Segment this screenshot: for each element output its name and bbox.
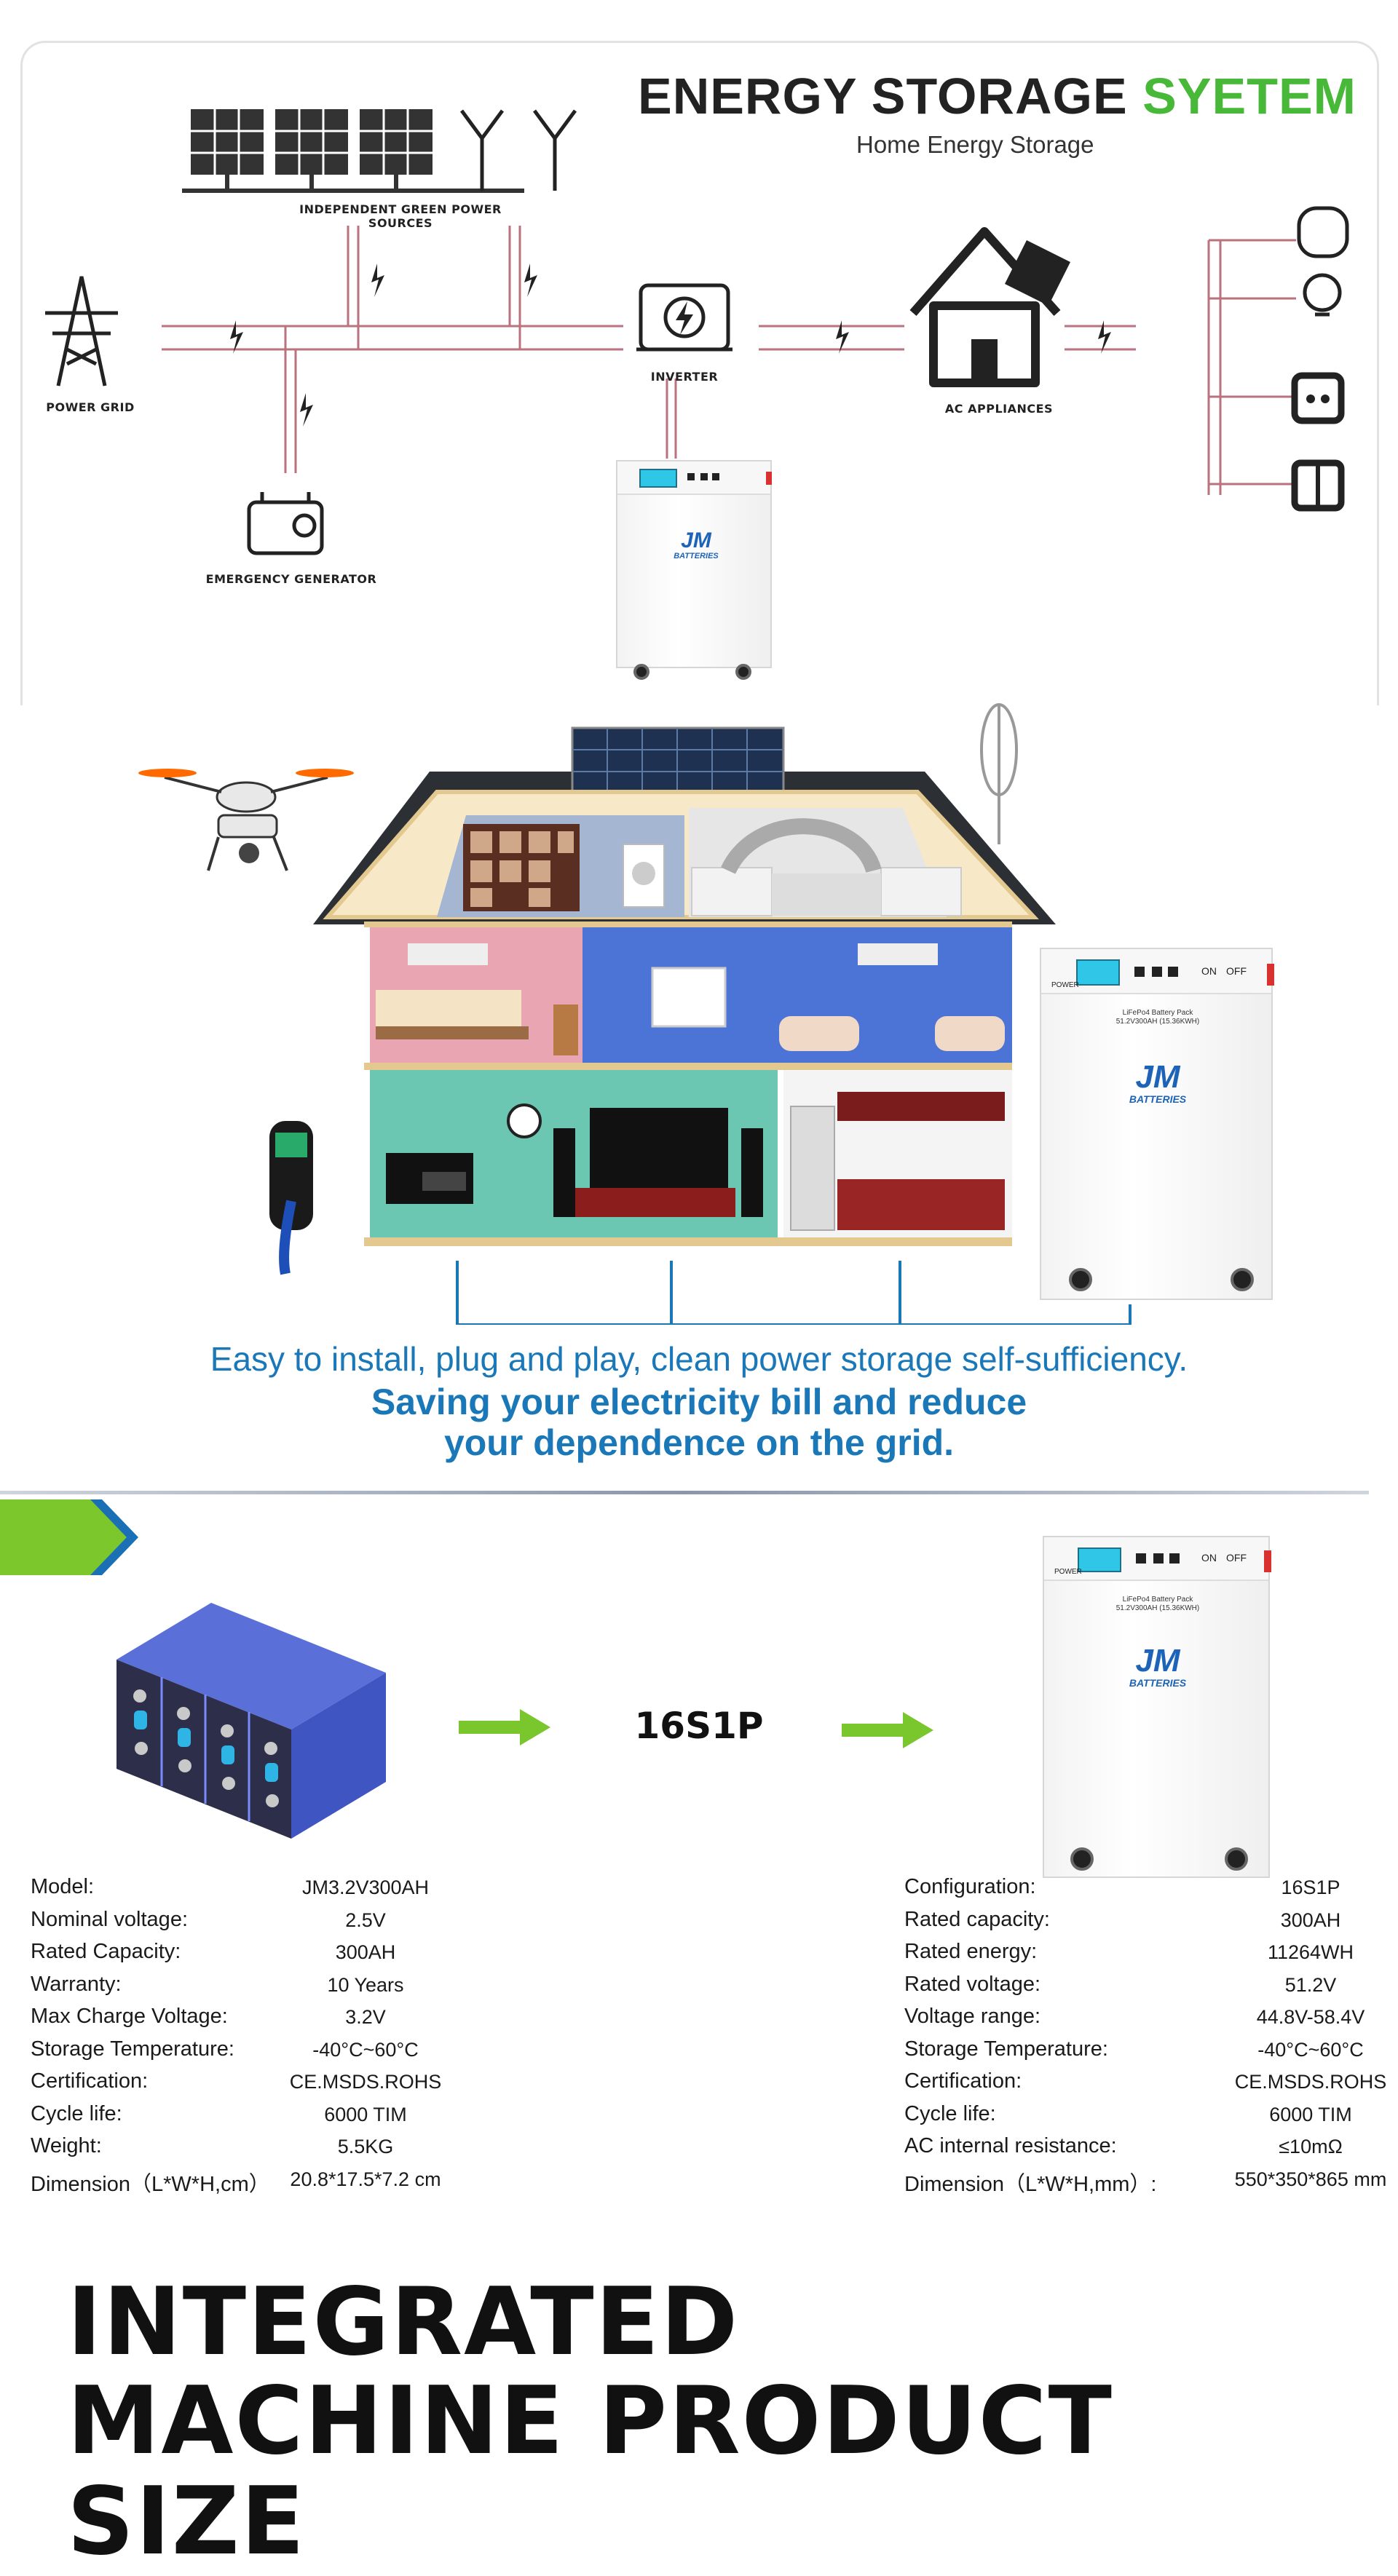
spec-label: Cycle life: — [31, 2101, 122, 2125]
spec-value: -40°C~60°C — [1257, 2038, 1364, 2061]
label-power-grid: POWER GRID — [46, 400, 135, 414]
spec-value: 5.5KG — [337, 2136, 394, 2157]
label-inverter: INVERTER — [650, 370, 719, 384]
spec-label: Storage Temperature: — [31, 2037, 234, 2061]
spec-label: Warranty: — [31, 1972, 122, 1996]
spec-label: Certification: — [904, 2069, 1022, 2093]
spec-label: Rated voltage: — [904, 1972, 1041, 1996]
spec-value: 550*350*865 mm — [1234, 2168, 1387, 2190]
wiring-lines — [45, 109, 1349, 555]
label-ac-appliances: AC APPLIANCES — [944, 402, 1054, 416]
spec-label: Model: — [31, 1875, 95, 1898]
green-chevron-banner — [0, 1499, 138, 1575]
spec-value: -40°C~60°C — [312, 2038, 419, 2061]
spec-value: 6000 TIM — [324, 2103, 407, 2125]
label-emergency-generator: EMERGENCY GENERATOR — [205, 572, 377, 586]
house-tagline: Easy to install, plug and play, clean po… — [210, 1340, 1188, 1378]
product-size-title-line2: MACHINE PRODUCT SIZE — [67, 2367, 1113, 2576]
spec-value: 10 Years — [327, 1973, 404, 1996]
spec-label: Configuration: — [904, 1875, 1036, 1898]
spec-value: 3.2V — [345, 2006, 386, 2028]
arrow-right-icon-2 — [842, 1712, 933, 1748]
switch-on-label-2: ON — [1201, 1552, 1217, 1564]
product-size-title-line1: INTEGRATED — [67, 2268, 740, 2377]
switch-off-label-2: OFF — [1226, 1552, 1247, 1564]
house-headline-1: Saving your electricity bill and reduce — [371, 1382, 1027, 1422]
switch-off-label: OFF — [1226, 965, 1247, 977]
config-label: 16S1P — [634, 1705, 764, 1747]
spec-label: Dimension（L*W*H,mm）: — [904, 2172, 1157, 2196]
spec-value: JM3.2V300AH — [301, 1876, 430, 1898]
spec-label: Rated Capacity: — [31, 1940, 181, 1963]
spec-value: 16S1P — [1281, 1876, 1340, 1898]
arrow-right-icon — [459, 1709, 550, 1745]
spec-label: Nominal voltage: — [31, 1907, 188, 1931]
spec-label: Voltage range: — [904, 2005, 1041, 2028]
house-headline-2: your dependence on the grid. — [443, 1422, 955, 1463]
spec-value: 11264WH — [1267, 1941, 1354, 1963]
spec-label: Weight: — [31, 2134, 102, 2157]
spec-value: CE.MSDS.ROHS — [289, 2071, 442, 2093]
label-green-power-sources: INDEPENDENT GREEN POWER SOURCES — [299, 202, 502, 230]
spec-label: AC internal resistance: — [904, 2134, 1117, 2157]
spec-value: ≤10mΩ — [1279, 2136, 1343, 2157]
spec-label: Cycle life: — [904, 2101, 996, 2125]
spec-value: CE.MSDS.ROHS — [1234, 2071, 1387, 2093]
switch-on-label: ON — [1201, 965, 1217, 977]
spec-label: Rated capacity: — [904, 1907, 1050, 1931]
house-illustration — [138, 703, 1132, 1325]
spec-label: Certification: — [31, 2069, 149, 2093]
power-label: POWER — [1051, 981, 1079, 989]
diagram-title: ENERGY STORAGE SYETEM — [638, 68, 1356, 124]
power-label-2: POWER — [1054, 1568, 1082, 1576]
spec-label: Dimension（L*W*H,cm） — [31, 2172, 270, 2196]
spec-label: Max Charge Voltage: — [31, 2005, 228, 2028]
spec-value: 300AH — [335, 1941, 396, 1963]
spec-value: 2.5V — [345, 1909, 386, 1931]
spec-value: 20.8*17.5*7.2 cm — [290, 2168, 441, 2190]
section-divider — [0, 1491, 1369, 1494]
spec-value: 51.2V — [1284, 1973, 1337, 1996]
lifepo4-cells-illustration — [116, 1603, 386, 1839]
spec-value: 6000 TIM — [1269, 2103, 1352, 2125]
spec-value: 300AH — [1280, 1909, 1341, 1931]
spec-label: Storage Temperature: — [904, 2037, 1108, 2061]
spec-label: Rated energy: — [904, 1940, 1038, 1963]
spec-value: 44.8V-58.4V — [1256, 2006, 1365, 2028]
diagram-subtitle: Home Energy Storage — [856, 131, 1094, 158]
